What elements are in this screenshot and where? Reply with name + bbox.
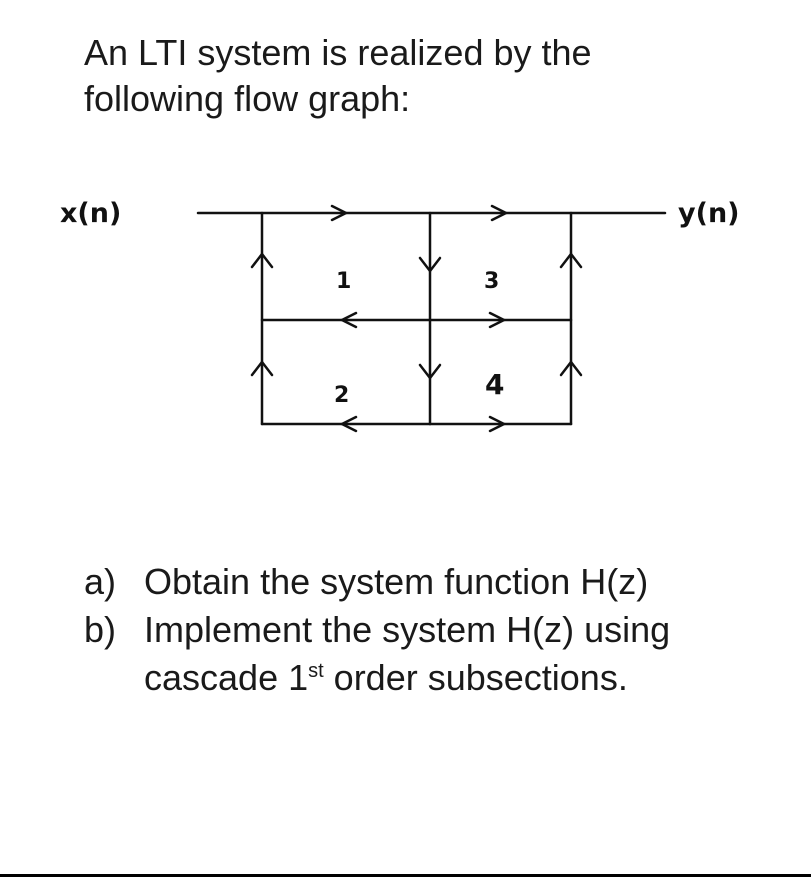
arrow-center-down-2: [418, 363, 442, 380]
arrow-right-up-2: [559, 360, 583, 377]
output-label-y-n: y(n): [678, 198, 740, 229]
input-label-x-n: x(n): [60, 198, 121, 229]
arrow-coef-1-left: [340, 311, 358, 329]
arrow-main-1: [330, 204, 348, 222]
question-b-text: Implement the system H(z) using: [144, 609, 671, 650]
coefficient-4: 4: [485, 368, 504, 401]
bottom-divider: [0, 874, 811, 877]
arrow-coef-3-right: [488, 311, 506, 329]
ordinal-suffix: st: [308, 660, 324, 682]
problem-statement-line-1: An LTI system is realized by the: [84, 32, 592, 73]
coefficient-2: 2: [334, 383, 349, 408]
coefficient-3: 3: [484, 269, 499, 294]
arrow-center-down-1: [418, 256, 442, 273]
question-b-line2-end: order subsections.: [323, 657, 628, 698]
arrow-main-2: [490, 204, 508, 222]
arrow-coef-2-left: [340, 415, 358, 433]
question-list: a) Obtain the system function H(z) b) Im…: [84, 558, 784, 702]
coefficient-1: 1: [336, 269, 351, 294]
arrow-coef-4-right: [488, 415, 506, 433]
question-a-text: Obtain the system function H(z): [144, 561, 649, 602]
question-a: a) Obtain the system function H(z): [84, 558, 784, 606]
problem-statement-line-2: following flow graph:: [84, 78, 411, 119]
question-b-marker: b): [84, 609, 117, 650]
problem-statement: An LTI system is realized by the followi…: [84, 30, 724, 122]
question-b-line2-start: cascade 1: [144, 657, 309, 698]
arrow-left-up-2: [250, 360, 274, 377]
question-a-marker: a): [84, 561, 117, 602]
question-b: b) Implement the system H(z) using casca…: [84, 606, 784, 702]
arrow-left-up-1: [250, 252, 274, 269]
arrow-right-up-1: [559, 252, 583, 269]
flow-graph: x(n) y(n) 1 2 3 4: [60, 198, 740, 433]
